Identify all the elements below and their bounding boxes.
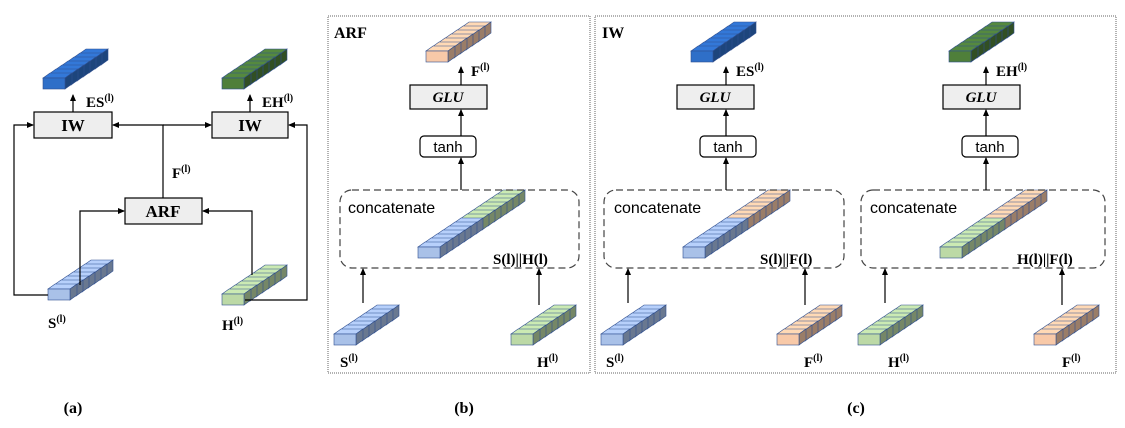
tensor-cell: [857, 328, 888, 346]
tensor-cell: [939, 241, 970, 259]
tanh-label: tanh: [433, 139, 462, 156]
f-output-label: F(l): [471, 62, 490, 80]
eh-output-label: EH(l): [996, 62, 1027, 80]
f-input-tensor: [776, 304, 843, 346]
arrow-s-to-iw: [13, 122, 48, 296]
tanh-label: tanh: [713, 139, 742, 156]
s-input-tensor: [333, 304, 400, 346]
es-output-label: ES(l): [736, 62, 764, 80]
eh-output-tensor: [948, 21, 1015, 63]
iw-left-label: IW: [61, 116, 85, 135]
eh-label: EH(l): [262, 93, 293, 111]
glu-label: GLU: [433, 90, 465, 106]
es-output-tensor: [42, 48, 109, 90]
concatenate-label: concatenate: [870, 200, 957, 217]
arrow-f-to-iw-left: [112, 122, 164, 198]
glu-label: GLU: [700, 90, 732, 106]
panel-a: IW IW ARF ES(l) EH(l) F(l) S(l) H(l) (a): [13, 48, 308, 417]
h-input-tensor: [510, 304, 577, 346]
tensor-cell: [47, 283, 78, 301]
s-label: S(l): [48, 314, 66, 332]
tanh-box: [419, 135, 477, 158]
s-input-tensor: [47, 259, 114, 301]
arrow-h-to-arf: [202, 208, 253, 275]
iw-es-branch: GLU tanh concatenate ES(l) S(l)||F(l) S(…: [600, 21, 845, 371]
f-output-tensor: [425, 21, 492, 63]
tensor-cell: [417, 241, 448, 259]
concat-formula-label: S(l)||F(l): [760, 252, 812, 268]
f-input-label: F(l): [1062, 353, 1081, 371]
concatenated-tensor: [682, 189, 791, 259]
f-label: F(l): [172, 164, 191, 182]
s-input-label: S(l): [606, 353, 624, 371]
arrow-h-to-iw: [245, 122, 308, 301]
glu-box: [409, 84, 488, 110]
panel-b-connections: [360, 66, 542, 305]
arf-label: ARF: [146, 202, 181, 221]
caption-c: (c): [847, 400, 865, 417]
caption-b: (b): [454, 400, 474, 417]
tanh-label: tanh: [975, 139, 1004, 156]
concat-formula-label: S(l)||H(l): [493, 252, 548, 268]
es-label: ES(l): [86, 93, 114, 111]
tensor-cell: [682, 241, 713, 259]
tensor-cell: [425, 45, 456, 63]
iw-eh-branch: GLU tanh concatenate EH(l) H(l)||F(l) H(…: [857, 21, 1106, 371]
tensor-cell: [42, 72, 73, 90]
es-output-tensor: [690, 21, 757, 63]
concatenate-label: concatenate: [614, 200, 701, 217]
concatenate-region: [860, 189, 1106, 269]
tanh-box: [961, 135, 1019, 158]
iw-right-label: IW: [238, 116, 262, 135]
iw-eh-connections: [882, 66, 1065, 305]
h-label: H(l): [222, 316, 243, 334]
s-input-label: S(l): [340, 353, 358, 371]
tensor-cell: [510, 328, 541, 346]
tensor-cell: [690, 45, 721, 63]
panel-b: ARF GLU tanh concatenate F(l) S(l)||H(l)…: [327, 15, 591, 417]
concatenated-tensor: [939, 189, 1048, 259]
iw-left-box: [33, 111, 113, 139]
caption-a: (a): [64, 400, 83, 417]
eh-output-tensor: [221, 48, 288, 90]
tensor-cell: [600, 328, 631, 346]
f-input-label: F(l): [804, 353, 823, 371]
iw-right-box: [211, 111, 289, 139]
s-input-tensor: [600, 304, 667, 346]
iw-es-connections: [625, 66, 808, 305]
panel-c-title: IW: [602, 25, 624, 42]
h-input-tensor: [857, 304, 924, 346]
concat-formula-label: H(l)||F(l): [1017, 252, 1073, 268]
h-input-tensor: [221, 264, 288, 306]
tensor-cell: [1033, 328, 1064, 346]
h-input-label: H(l): [537, 353, 558, 371]
tensor-cell: [948, 45, 979, 63]
f-input-tensor: [1033, 304, 1100, 346]
h-input-label: H(l): [888, 353, 909, 371]
panel-c: IW GLU tanh concatenate ES(l) S(l)||F(l): [594, 15, 1117, 417]
glu-box: [676, 84, 755, 110]
tensor-cell: [221, 288, 252, 306]
arrow-s-to-arf: [79, 208, 125, 285]
concatenate-label: concatenate: [348, 200, 435, 217]
concatenated-tensor: [417, 189, 526, 259]
tensor-cell: [333, 328, 364, 346]
concatenate-region: [339, 189, 580, 269]
panel-b-frame: [327, 15, 591, 374]
panel-a-connections: [13, 94, 308, 301]
glu-box: [942, 84, 1021, 110]
panel-c-frame: [594, 15, 1117, 374]
glu-label: GLU: [966, 90, 998, 106]
tensor-cell: [221, 72, 252, 90]
tensor-cell: [776, 328, 807, 346]
panel-b-title: ARF: [334, 25, 367, 42]
